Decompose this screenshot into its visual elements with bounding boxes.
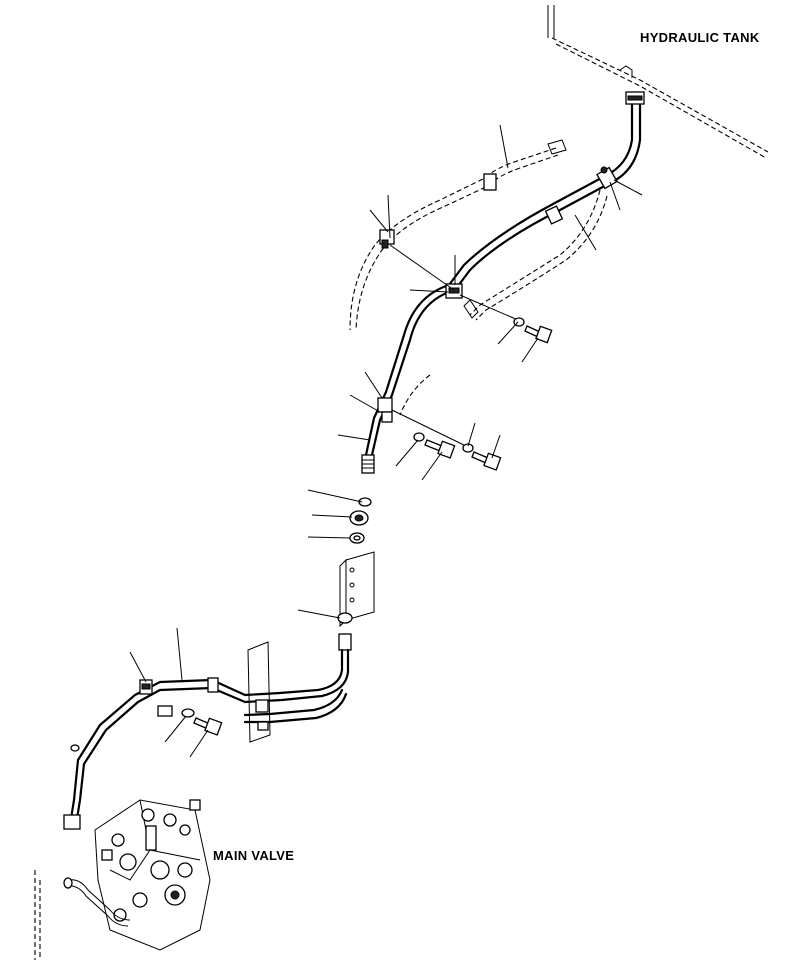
main-hydraulic-hose — [364, 96, 642, 457]
o-ring — [358, 497, 372, 507]
main-valve-label: MAIN VALVE — [213, 848, 294, 863]
lower-bolt — [193, 717, 223, 736]
adapter-nut — [349, 510, 369, 526]
hose-clamp-dashed — [379, 173, 497, 249]
washer-lower-b — [462, 443, 474, 453]
hose-clamp-mid — [544, 205, 564, 225]
washer-lower-a — [413, 432, 425, 442]
bolt-lower-a — [424, 439, 456, 459]
hydraulic-tank-outline — [547, 5, 769, 159]
tank-fitting — [625, 91, 645, 105]
phantom-hose-route — [349, 139, 608, 416]
lower-hose-clamp — [139, 677, 219, 695]
bolt-lower-b — [471, 451, 502, 471]
clamp-alignment-lines — [389, 244, 519, 449]
hose-clamp-lower — [377, 397, 393, 423]
hose-end-fitting — [361, 454, 375, 474]
bolt-upper — [524, 325, 553, 344]
lower-bracket — [247, 641, 271, 743]
lower-hose-bundle — [68, 633, 352, 827]
valve-hose-fitting — [63, 744, 81, 830]
bracket-washer — [337, 612, 353, 624]
seal-washer — [349, 532, 365, 544]
main-valve-body — [34, 799, 211, 960]
hydraulic-tank-label: HYDRAULIC TANK — [640, 30, 760, 45]
callout-leader-lines — [129, 124, 643, 758]
lower-washer-set — [157, 705, 195, 718]
